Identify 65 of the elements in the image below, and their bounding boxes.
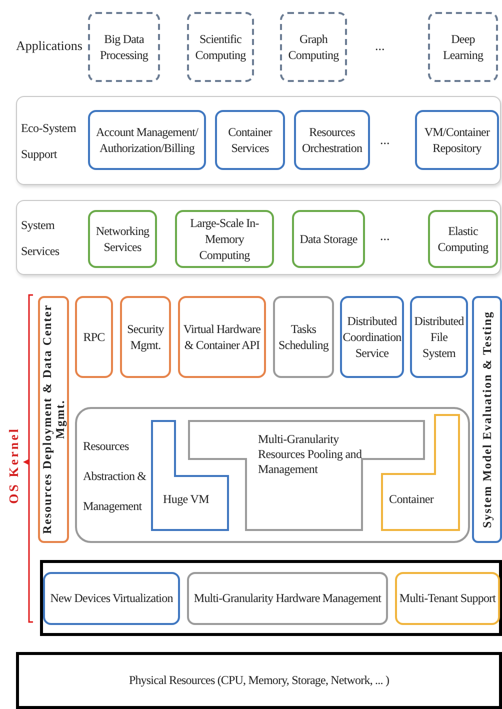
- rounded-box: [175, 210, 274, 268]
- rounded-box: [43, 572, 180, 625]
- rounded-box: [395, 572, 500, 625]
- ellipsis-text: ...: [380, 228, 390, 244]
- layer-heading: Resources Abstraction & Management: [83, 438, 148, 515]
- box-label: Resources Orchestration: [300, 124, 364, 156]
- layer-heading: System Services: [21, 216, 60, 260]
- box-label: Large-Scale In-Memory Computing: [189, 214, 260, 264]
- box-label: Virtual Hardware & Container API: [182, 320, 262, 354]
- box-label: VM/Container Repository: [423, 124, 491, 156]
- box-label: Distributed Coordination Service: [342, 312, 402, 362]
- block-label: Container: [389, 492, 435, 507]
- l-shaped-block: [381, 414, 460, 531]
- rounded-box: [88, 210, 157, 268]
- box-label: Data Storage: [300, 230, 358, 248]
- box-label: Deep Learning: [442, 30, 484, 64]
- ellipsis-text: ...: [380, 132, 390, 148]
- layer-label: OS Kernel: [5, 426, 22, 504]
- rounded-box: [410, 296, 468, 378]
- rounded-box: [415, 110, 499, 170]
- layer-label: Applications: [16, 38, 82, 54]
- rounded-box: [120, 296, 171, 378]
- box-label: New Devices Virtualization: [50, 590, 173, 607]
- box-label: Scientific Computing: [194, 30, 247, 64]
- dashed-rounded-box: [428, 12, 498, 82]
- box-label: Account Management/ Authorization/Billing: [94, 124, 200, 156]
- box-label: Tasks Scheduling: [278, 320, 330, 354]
- vertical-rounded-box: [472, 296, 502, 543]
- rounded-box: [187, 572, 388, 625]
- vertical-label: Resources Deployment & Data Center Mgmt.: [40, 304, 66, 536]
- layer-frame: [16, 652, 502, 709]
- layer-panel: [16, 200, 501, 275]
- box-label: Distributed File System: [414, 312, 464, 362]
- dashed-rounded-box: [187, 12, 254, 82]
- box-label: Big Data Processing: [99, 30, 150, 64]
- box-label: Graph Computing: [287, 30, 340, 64]
- box-label: Physical Resources (CPU, Memory, Storage, Network, ... ): [128, 672, 390, 689]
- box-label: Networking Services: [94, 222, 150, 256]
- block-label: Multi-Granularity Resources Pooling and Management: [258, 432, 362, 477]
- rounded-box: [292, 210, 365, 268]
- box-label: Multi-Tenant Support: [399, 590, 496, 607]
- rounded-box: [340, 296, 404, 378]
- rounded-box: [75, 296, 113, 378]
- dashed-rounded-box: [280, 12, 347, 82]
- rounded-box: [88, 110, 206, 170]
- vertical-rounded-box: [38, 296, 69, 543]
- box-label: Security Mgmt.: [126, 320, 166, 354]
- vertical-label: System Model Evaluation & Testing: [480, 310, 494, 528]
- block-label: Huge VM: [163, 492, 210, 507]
- rounded-box: [215, 110, 285, 170]
- rounded-box: [273, 296, 334, 378]
- l-shaped-block: [151, 420, 229, 531]
- box-label: Multi-Granularity Hardware Management: [194, 590, 382, 607]
- rounded-box: [294, 110, 370, 170]
- rounded-panel: [75, 407, 470, 543]
- ellipsis-text: ...: [375, 38, 385, 54]
- box-label: Elastic Computing: [436, 222, 490, 256]
- layer-heading: Eco-System Support: [21, 120, 77, 162]
- rounded-box: [178, 296, 266, 378]
- frame-box: [40, 560, 502, 636]
- layer-panel: [16, 96, 501, 185]
- dashed-rounded-box: [88, 12, 160, 82]
- rounded-box: [428, 210, 498, 268]
- box-label: RPC: [83, 328, 105, 346]
- box-label: Container Services: [227, 124, 274, 156]
